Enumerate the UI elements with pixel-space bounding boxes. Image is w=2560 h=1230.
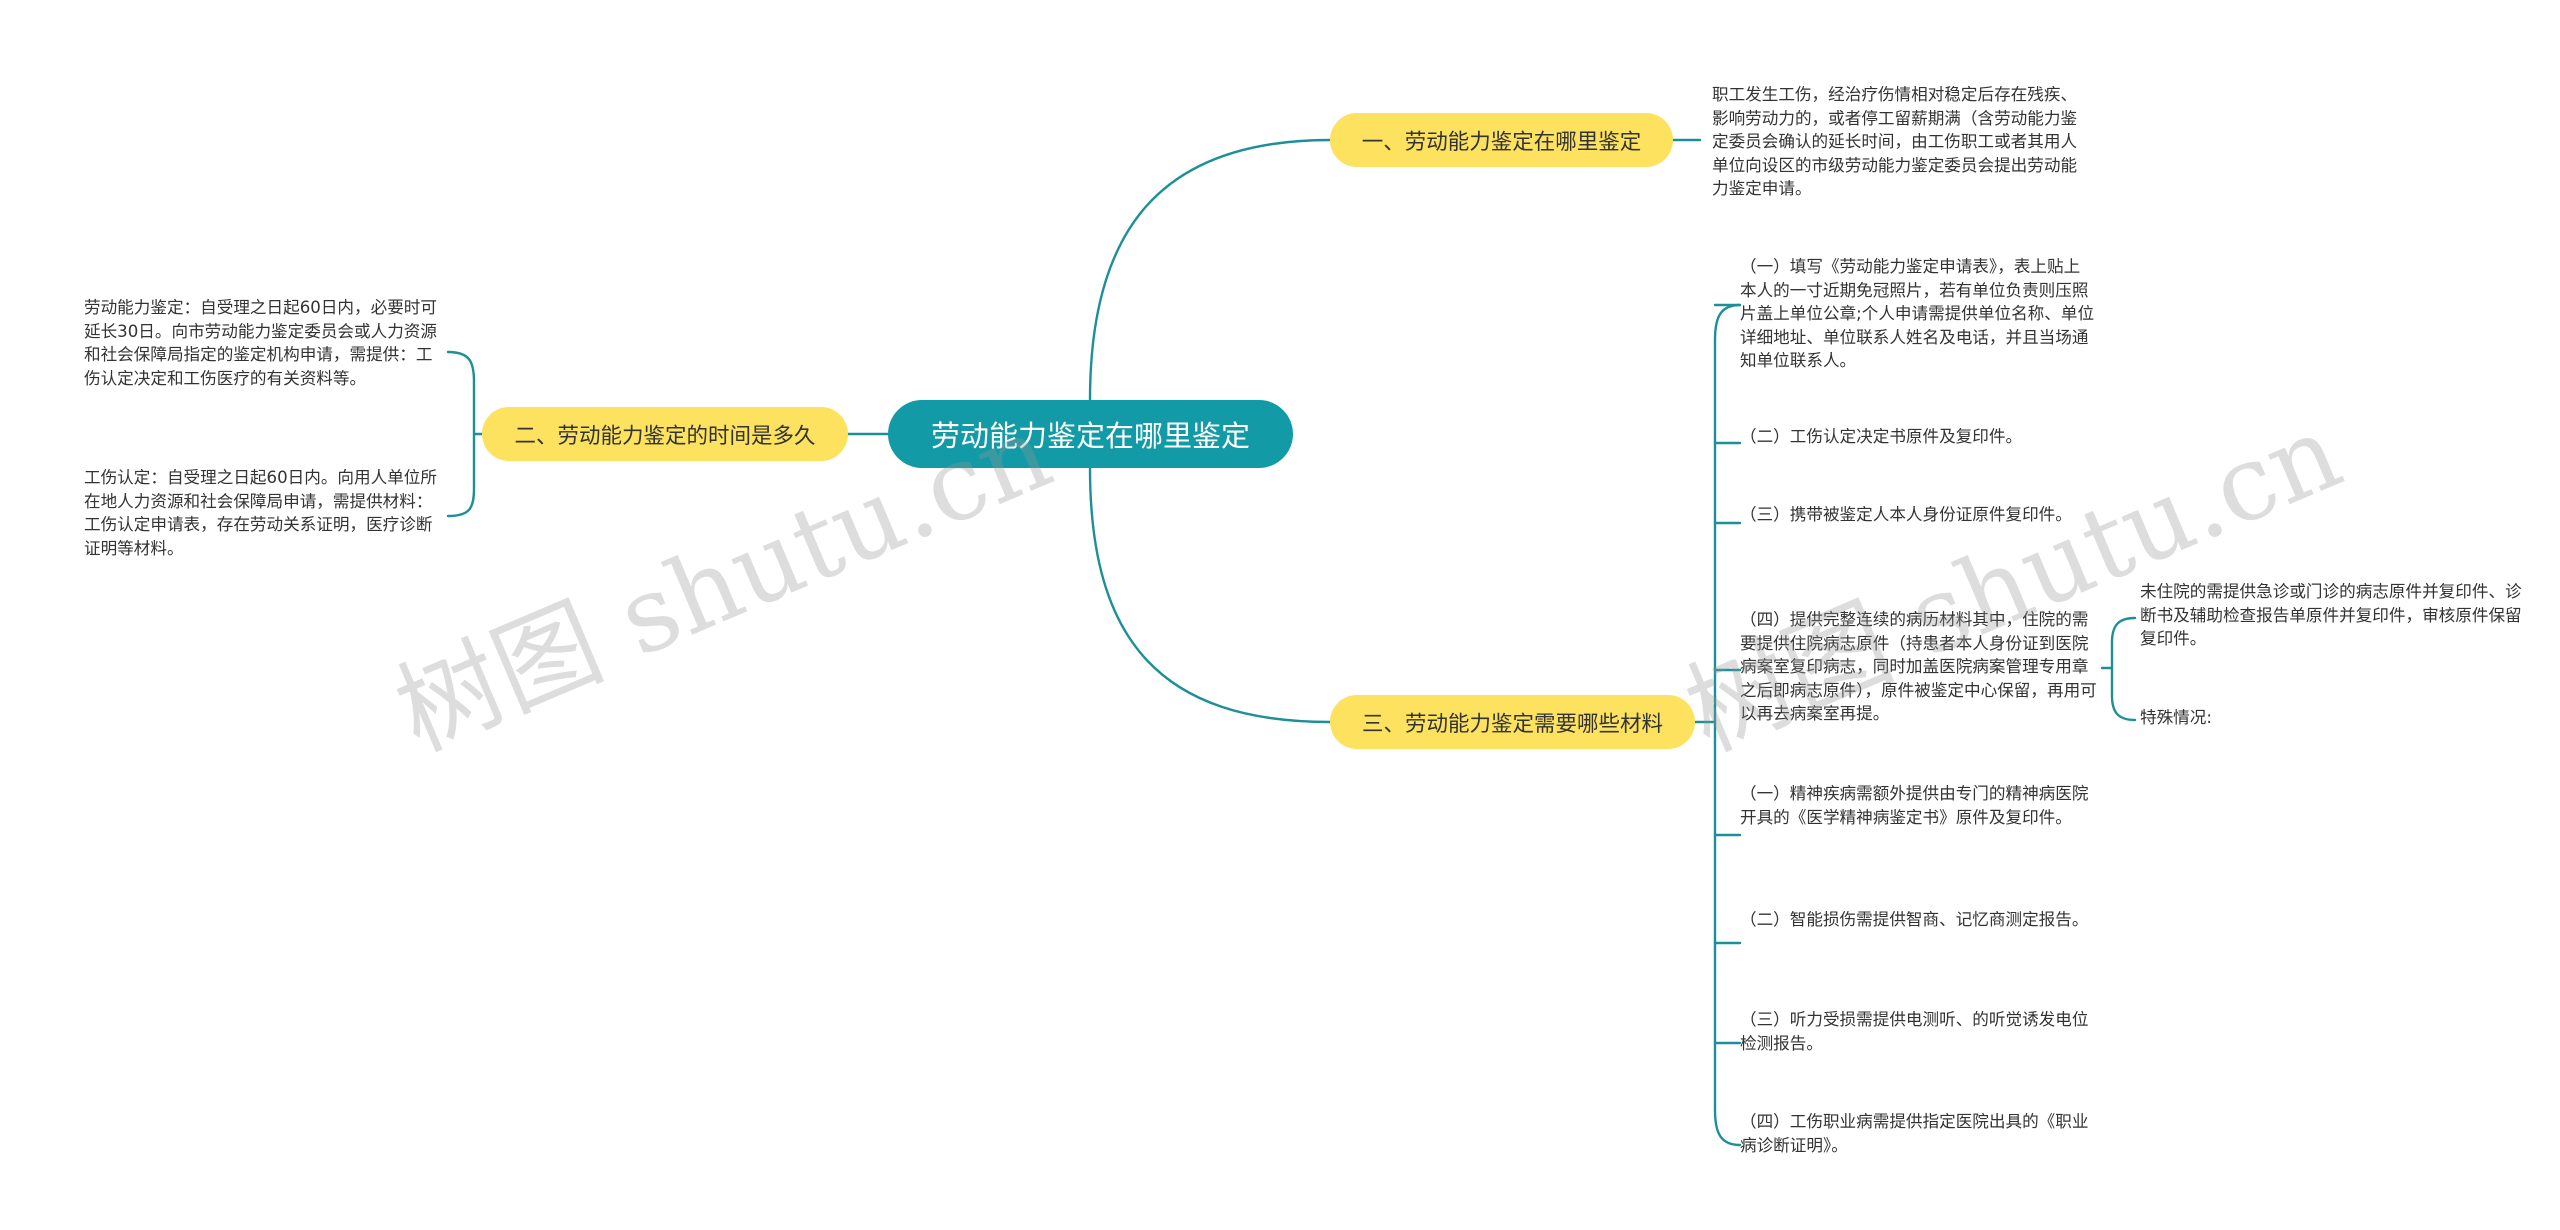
link-root-branch3 xyxy=(1088,466,1332,724)
branch-topic-1[interactable]: 一、劳动能力鉴定在哪里鉴定 xyxy=(1330,113,1673,167)
root-topic-label: 劳动能力鉴定在哪里鉴定 xyxy=(930,419,1250,453)
branch-topic-2[interactable]: 二、劳动能力鉴定的时间是多久 xyxy=(482,407,848,461)
branch3-item-id-card[interactable]: （三）携带被鉴定人本人身份证原件复印件。 xyxy=(1740,505,2072,524)
branch3-item-medical-records[interactable]: （四）提供完整连续的病历材料其中，住院的需要提供住院病志原件（持患者本人身份证到… xyxy=(1740,610,2097,723)
bracket-item4 xyxy=(2110,616,2137,722)
root-topic[interactable]: 劳动能力鉴定在哪里鉴定 xyxy=(888,400,1293,468)
branch1-detail-text[interactable]: 职工发生工伤，经治疗伤情相对稳定后存在残疾、影响劳动力的，或者停工留薪期满（含劳… xyxy=(1712,85,2078,198)
branch-topic-2-label: 二、劳动能力鉴定的时间是多久 xyxy=(514,423,816,449)
bracket-branch3 xyxy=(1713,303,1742,1147)
branch3-item-occupational-disease[interactable]: （四）工伤职业病需提供指定医院出具的《职业病诊断证明》。 xyxy=(1740,1112,2089,1155)
branch-topic-1-label: 一、劳动能力鉴定在哪里鉴定 xyxy=(1361,129,1642,155)
branch3-item-intelligence[interactable]: （二）智能损伤需提供智商、记忆商测定报告。 xyxy=(1740,910,2089,929)
branch3-item-hearing[interactable]: （三）听力受损需提供电测听、的听觉诱发电位检测报告。 xyxy=(1740,1010,2089,1053)
item4-sub-outpatient[interactable]: 未住院的需提供急诊或门诊的病志原件并复印件、诊断书及辅助检查报告单原件并复印件，… xyxy=(2140,582,2522,648)
branch3-item-application-form[interactable]: （一）填写《劳动能力鉴定申请表》，表上贴上本人的一寸近期免冠照片，若有单位负责则… xyxy=(1740,257,2095,370)
branch2-ability-assessment-text[interactable]: 劳动能力鉴定：自受理之日起60日内，必要时可延长30日。向市劳动能力鉴定委员会或… xyxy=(84,298,437,388)
branch2-injury-identification-text[interactable]: 工伤认定：自受理之日起60日内。向用人单位所在地人力资源和社会保障局申请，需提供… xyxy=(84,468,437,558)
bracket-branch2 xyxy=(446,350,476,518)
branch-topic-3[interactable]: 三、劳动能力鉴定需要哪些材料 xyxy=(1330,695,1695,749)
branch3-item-mental-illness[interactable]: （一）精神疾病需额外提供由专门的精神病医院开具的《医学精神病鉴定书》原件及复印件… xyxy=(1740,784,2089,827)
item4-sub-special-cases[interactable]: 特殊情况: xyxy=(2140,708,2212,727)
link-root-branch1 xyxy=(1088,138,1332,402)
branch-topic-3-label: 三、劳动能力鉴定需要哪些材料 xyxy=(1361,711,1663,737)
branch3-item-injury-decision[interactable]: （二）工伤认定决定书原件及复印件。 xyxy=(1740,427,2023,446)
